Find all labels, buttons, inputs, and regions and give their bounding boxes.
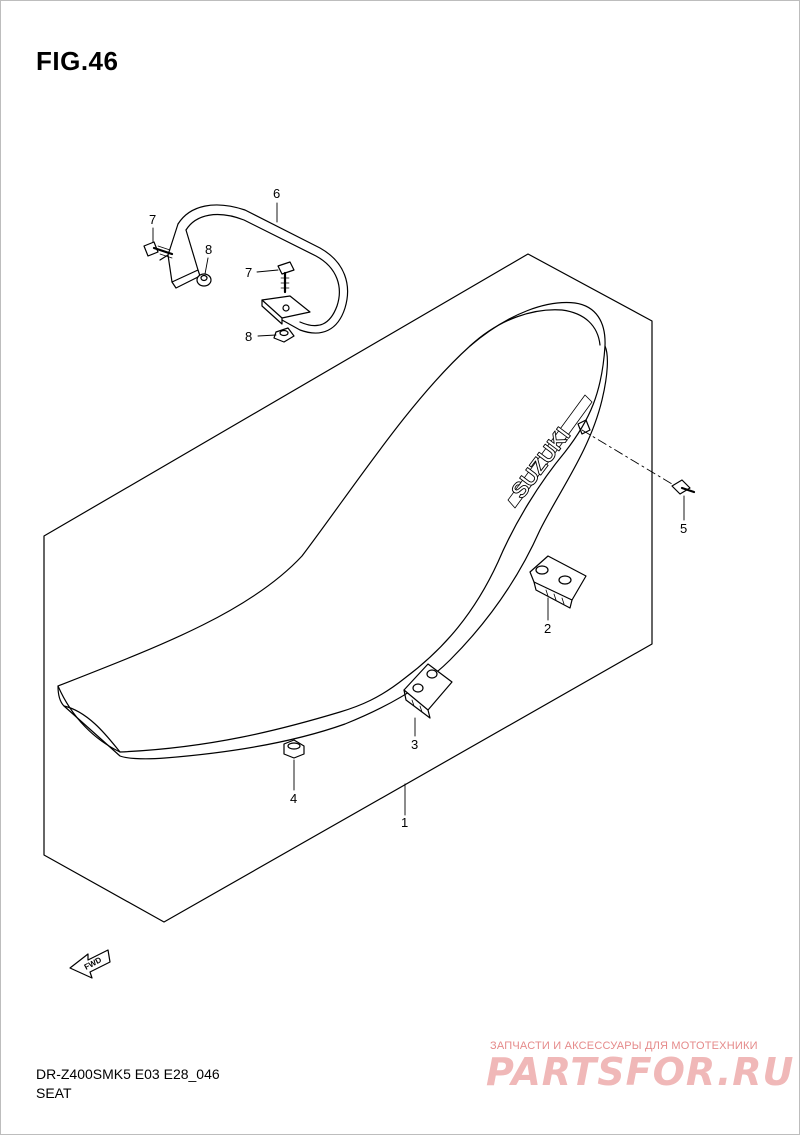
callout-5: 5 (680, 521, 687, 536)
leader-lines (152, 202, 685, 816)
callout-3: 3 (411, 737, 418, 752)
callout-1: 1 (401, 815, 408, 830)
callout-8-lower: 8 (245, 329, 252, 344)
bolt-part-7-center[interactable] (277, 261, 295, 294)
seat-part-1[interactable]: SUZUKI (57, 301, 608, 760)
cushion-part-2[interactable] (529, 555, 587, 609)
part-name: SEAT (36, 1085, 72, 1101)
callout-4: 4 (290, 791, 297, 806)
callout-7-left: 7 (149, 212, 156, 227)
seat-bolt-hole (577, 419, 591, 435)
seat-strap-part-6[interactable] (159, 204, 349, 334)
bolt-part-7-left[interactable] (143, 241, 174, 259)
callout-8-upper: 8 (205, 242, 212, 257)
watermark-subtitle: ЗАПЧАСТИ И АКСЕССУАРЫ ДЛЯ МОТОТЕХНИКИ (490, 1040, 758, 1052)
figure-title: FIG.46 (36, 46, 119, 76)
nut-part-8-lower[interactable] (273, 327, 295, 343)
model-code: DR-Z400SMK5 E03 E28_046 (36, 1066, 220, 1082)
bolt-part-5[interactable] (671, 479, 696, 495)
seat-brand-text: SUZUKI (506, 423, 575, 503)
callout-6: 6 (273, 186, 280, 201)
grommet-part-4[interactable] (283, 739, 305, 759)
assembly-boundary (43, 253, 653, 923)
fwd-arrow-icon: FWD (69, 949, 111, 979)
callout-numbers: 1 2 3 4 5 6 7 7 8 8 (149, 186, 687, 830)
nut-part-8-upper[interactable] (196, 273, 212, 287)
cushion-part-3[interactable] (403, 663, 453, 719)
bolt-5-alignment-line (581, 429, 673, 485)
callout-7-center: 7 (245, 265, 252, 280)
watermark-logo: PARTSFOR.RU (486, 1050, 795, 1094)
callout-2: 2 (544, 621, 551, 636)
